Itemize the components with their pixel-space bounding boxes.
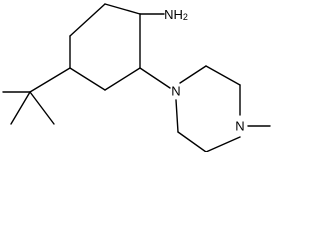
bond-c4-cq [29,67,71,93]
bond-n4-cc [205,136,241,152]
piperazine-n4-label: N [235,119,244,134]
piperazine-n1-label: N [171,84,180,99]
bond-cq-me-down-right [29,91,55,125]
bond-c1-c2 [104,3,141,15]
amine-label: NH2 [164,7,188,23]
piperazine-ring [175,65,241,152]
molecule-structure: NH2 N N [2,3,271,152]
cyclohexane-ring [69,3,141,91]
bond-c4-c5 [69,67,106,91]
bond-cq-me-down-left [10,91,31,125]
bond-ca-cb [205,65,241,86]
bond-cc-cd [177,131,207,152]
bond-c6-n1 [139,67,171,89]
tert-butyl-group [2,67,71,125]
bond-c2-c3 [69,3,106,37]
bond-cd-n1 [175,99,179,133]
bond-c5-c6 [104,67,141,91]
bond-n1-ca [179,65,207,84]
